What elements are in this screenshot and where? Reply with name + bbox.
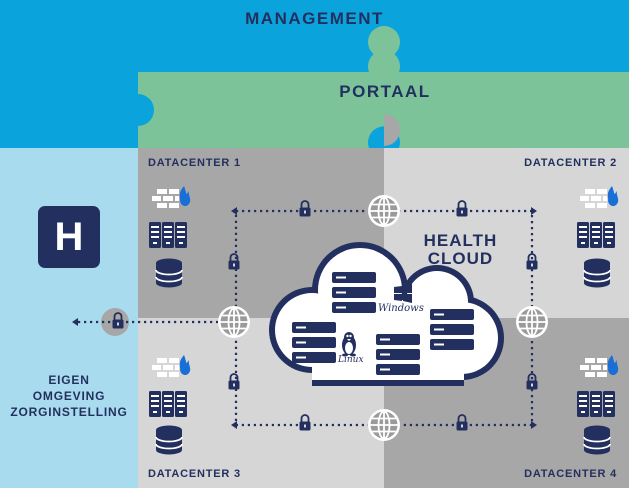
portaal-title: PORTAAL (339, 82, 431, 101)
windows-label: Windows (378, 303, 424, 314)
eigen-line-1: EIGEN (48, 373, 90, 387)
firewall-icon (580, 355, 619, 377)
firewall-icon (152, 355, 191, 377)
datacenter-1-label: DATACENTER 1 (148, 157, 241, 169)
hospital-icon: H (38, 206, 100, 268)
database-icon (583, 424, 611, 456)
firewall-icon (580, 186, 619, 208)
server-rack-icon (149, 222, 187, 248)
server-icon (332, 287, 376, 298)
windows-logo-icon (394, 284, 412, 303)
server-rack-icon (577, 391, 615, 417)
datacenter-2-label: DATACENTER 2 (524, 157, 617, 169)
server-icon (332, 302, 376, 313)
server-icon (332, 272, 376, 283)
database-icon (155, 257, 183, 289)
server-icon (292, 337, 336, 348)
server-icon (430, 309, 474, 320)
globe-icon-right (515, 305, 549, 339)
datacenter-4-label: DATACENTER 4 (524, 468, 617, 480)
server-icon (376, 349, 420, 360)
firewall-icon (152, 186, 191, 208)
database-icon (155, 424, 183, 456)
management-title: MANAGEMENT (245, 9, 384, 28)
server-rack-icon (149, 391, 187, 417)
datacenter-3-label: DATACENTER 3 (148, 468, 241, 480)
globe-icon-left (217, 305, 251, 339)
server-icon (430, 324, 474, 335)
database-icon (583, 257, 611, 289)
health-cloud-line-1: HEALTH (423, 231, 498, 250)
health-cloud-label: HEALTH CLOUD (418, 232, 503, 268)
server-icon (376, 364, 420, 375)
server-icon (292, 352, 336, 363)
server-rack-icon (577, 222, 615, 248)
server-icon (376, 334, 420, 345)
eigen-line-2: OMGEVING (32, 389, 106, 403)
server-icon (292, 322, 336, 333)
linux-tux-icon (342, 332, 356, 357)
server-icon (430, 339, 474, 350)
linux-label: Linux (338, 355, 364, 365)
health-cloud-line-2: CLOUD (427, 249, 494, 268)
eigen-line-3: ZORGINSTELLING (10, 405, 128, 419)
portaal-region (138, 50, 629, 148)
globe-icon-top (367, 194, 401, 228)
globe-icon-bottom (367, 408, 401, 442)
eigen-omgeving-label: EIGEN OMGEVING ZORGINSTELLING (0, 372, 138, 420)
